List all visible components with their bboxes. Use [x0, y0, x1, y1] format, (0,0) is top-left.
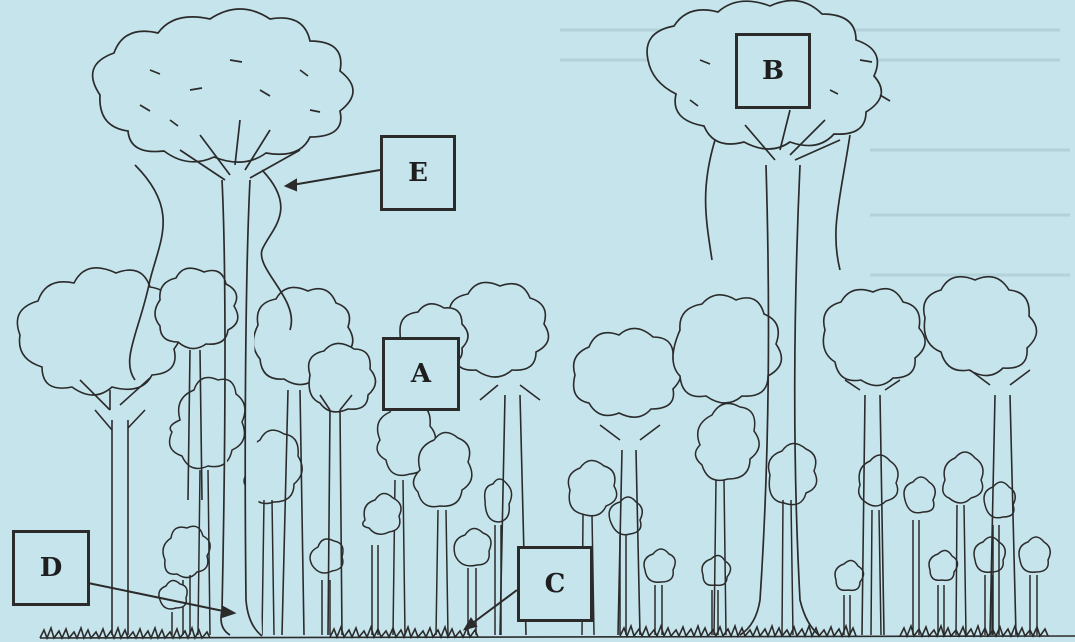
label-d: D	[12, 530, 90, 606]
arrow-e	[292, 170, 380, 185]
label-b: B	[735, 33, 811, 109]
label-a: A	[382, 337, 460, 411]
arrow-d	[88, 583, 228, 612]
label-c: C	[517, 546, 593, 622]
label-e: E	[380, 135, 456, 211]
shrub-layer	[159, 526, 1050, 635]
arrow-c	[470, 590, 517, 625]
